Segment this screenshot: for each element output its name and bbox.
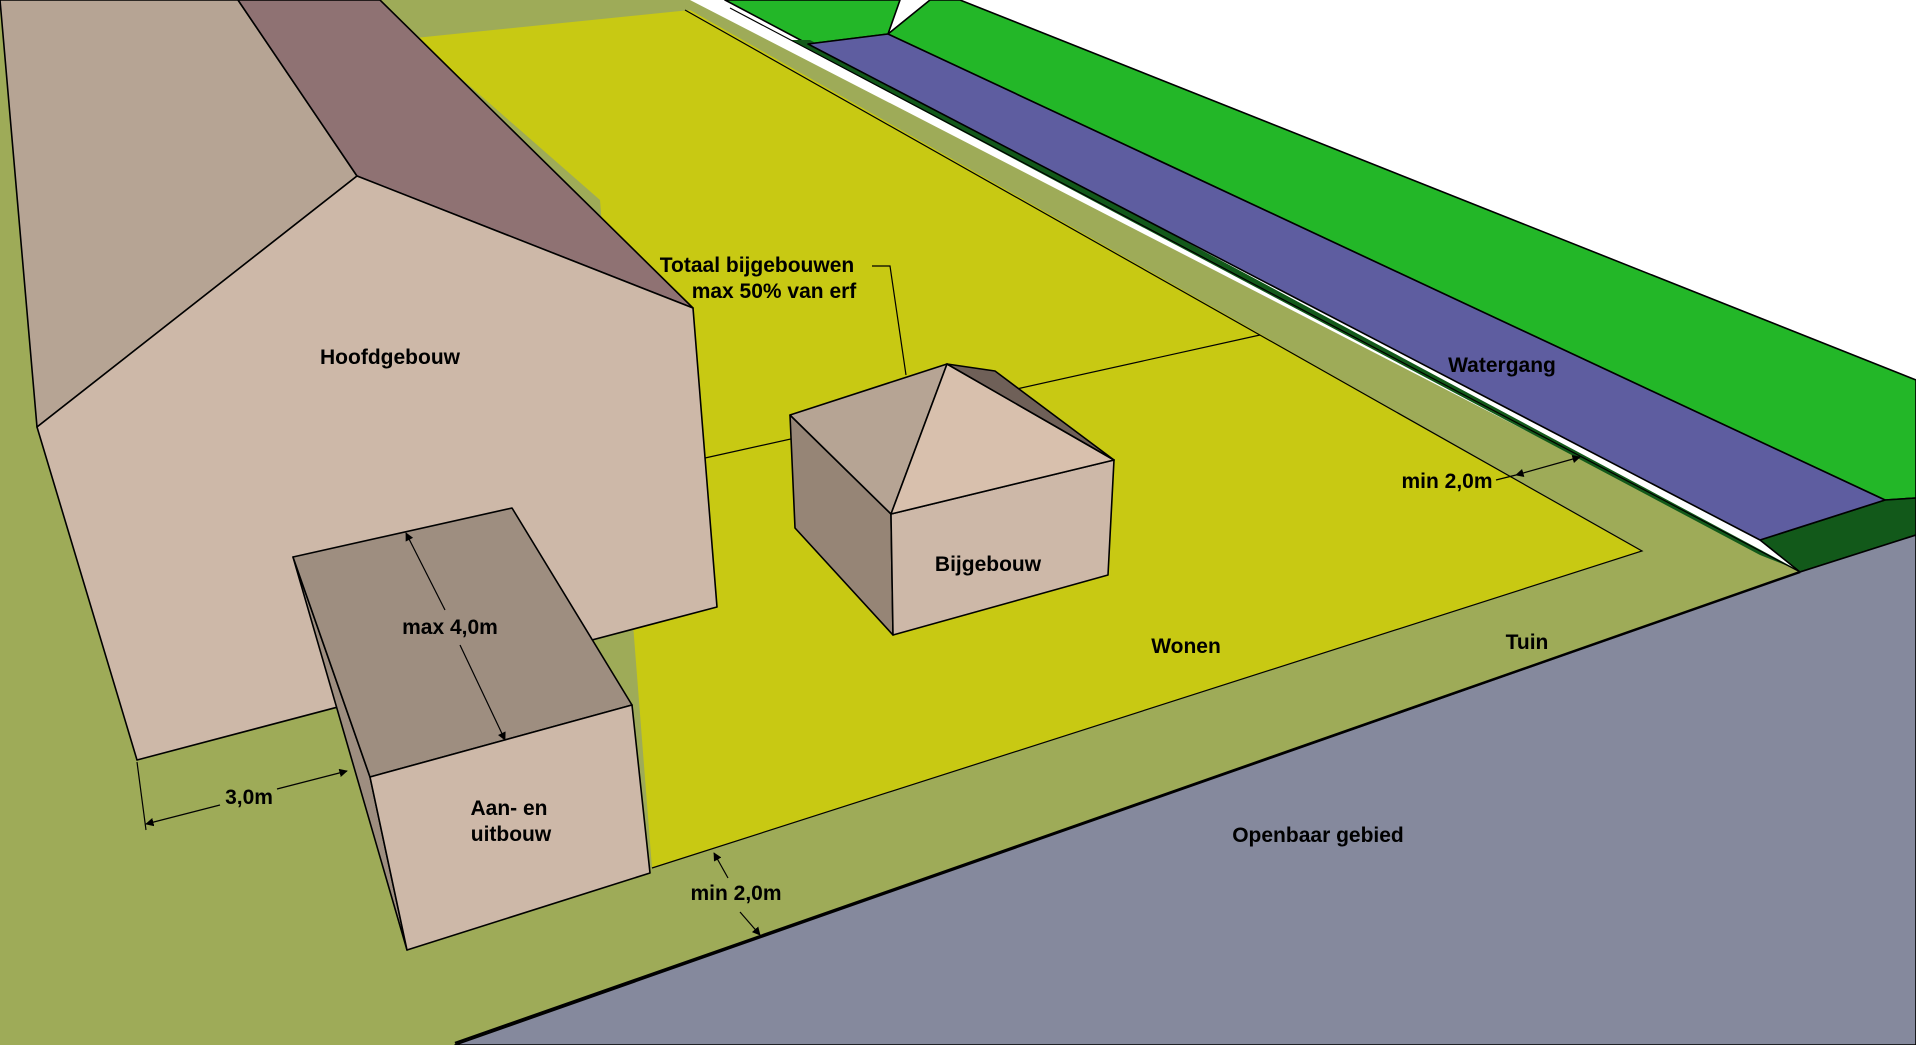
label-aanbouw-2: uitbouw	[471, 823, 552, 846]
watergang-area	[807, 33, 1886, 541]
side-offset-arrow-left	[145, 804, 221, 827]
max-depth-arrow-bottom	[459, 644, 506, 741]
label-min-front: min 2,0m	[690, 882, 781, 905]
label-max-depth: max 4,0m	[402, 616, 498, 639]
uitbouw-front	[369, 704, 651, 951]
label-tuin: Tuin	[1506, 631, 1549, 654]
label-min-water: min 2,0m	[1401, 470, 1492, 493]
label-watergang: Watergang	[1448, 354, 1556, 377]
min-water-arrow	[1515, 455, 1581, 477]
wonen-boundary-line	[651, 9, 1644, 869]
bijgebouw	[789, 363, 1115, 636]
aan-en-uitbouw	[292, 507, 651, 951]
label-bijgebouwen-total-1: Totaal bijgebouwen	[660, 254, 854, 277]
min-front-arrow-bottom	[739, 911, 761, 936]
front-edge-line	[454, 570, 1801, 1045]
label-wonen: Wonen	[1151, 635, 1221, 658]
label-openbaar: Openbaar gebied	[1232, 824, 1404, 847]
bijgebouwen-leader-line	[872, 265, 907, 376]
side-offset-arrow-right	[276, 768, 348, 790]
label-bijgebouw: Bijgebouw	[935, 553, 1042, 576]
label-hoofdgebouw: Hoofdgebouw	[320, 346, 461, 369]
bijgebouw-roof-back	[946, 363, 1115, 461]
label-bijgebouwen-total-2: max 50% van erf	[692, 280, 858, 303]
label-side-offset: 3,0m	[225, 786, 273, 809]
max-depth-arrow-top	[405, 532, 446, 611]
min-front-arrow-top	[713, 852, 729, 879]
min-water-leader	[1495, 474, 1517, 481]
water-setback-line	[729, 7, 1801, 573]
label-aanbouw-1: Aan- en	[470, 797, 547, 820]
side-offset-ext-line	[136, 761, 147, 831]
